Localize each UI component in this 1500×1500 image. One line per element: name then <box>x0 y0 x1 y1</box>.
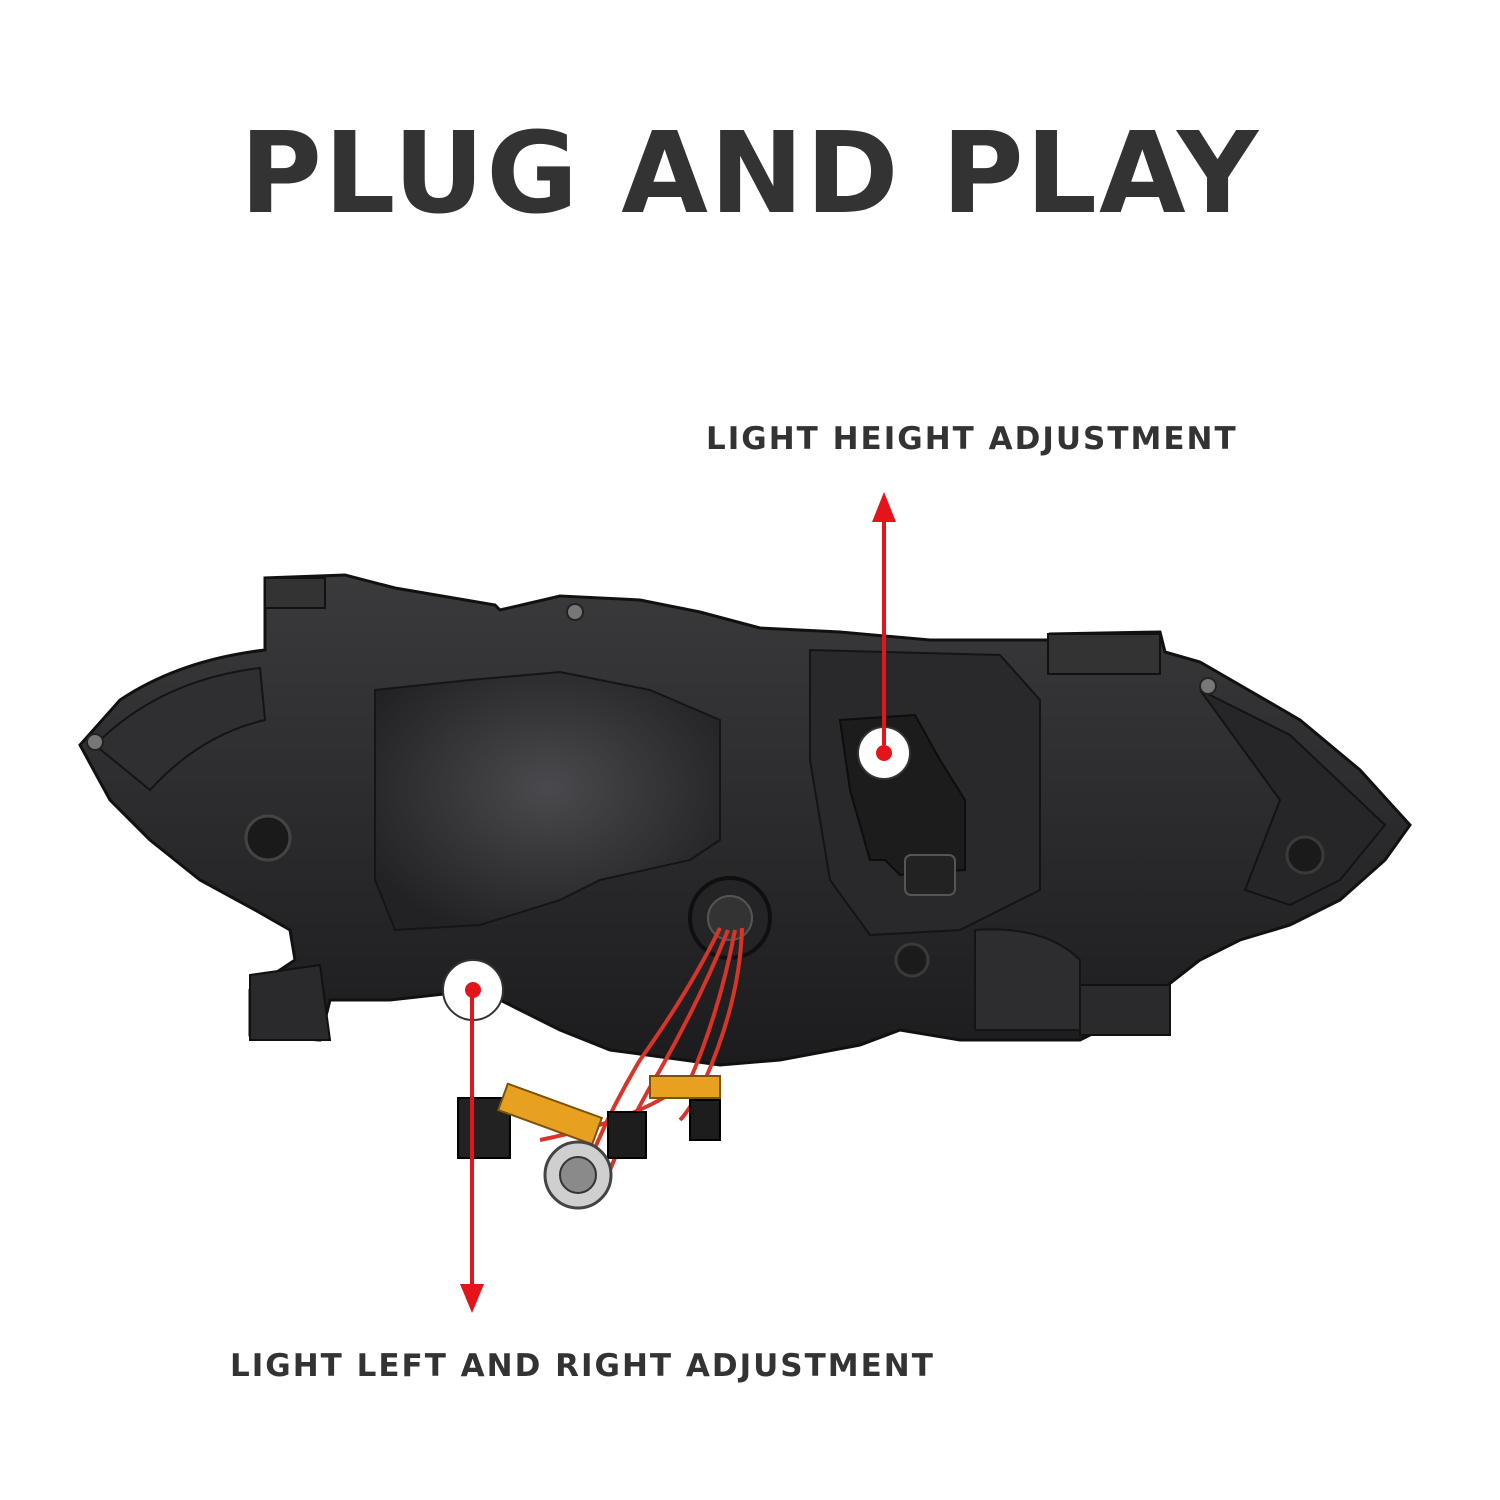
page-title: PLUG AND PLAY <box>239 109 1261 239</box>
headlight-housing <box>78 573 1412 1067</box>
left-right-adjustment-label: LIGHT LEFT AND RIGHT ADJUSTMENT <box>230 1348 935 1384</box>
height-adjustment-label: LIGHT HEIGHT ADJUSTMENT <box>706 421 1238 457</box>
height-adjustment-arrow <box>872 492 896 745</box>
plug-connectors <box>457 1075 721 1210</box>
adjust-point-icon <box>442 959 504 1021</box>
left-right-adjustment-arrow <box>460 995 484 1313</box>
